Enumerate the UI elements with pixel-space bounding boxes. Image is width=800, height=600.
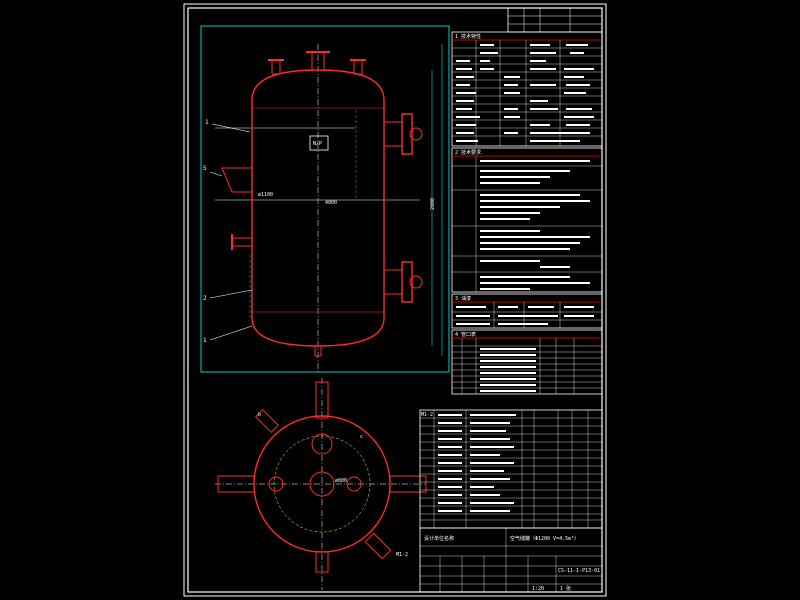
plan-nozzle-north	[315, 381, 329, 419]
leader-line-2	[209, 289, 253, 299]
paint-table: 3 油漆	[451, 293, 603, 329]
lower-manway-flange	[401, 261, 413, 303]
outer-frame	[183, 3, 607, 597]
title-scale: 1:20	[532, 586, 544, 592]
title-name: 空气储罐（Φ1200 V=4.5m³）	[510, 535, 579, 542]
title-company: 设计单位名称	[424, 535, 454, 542]
leader-1-top-label: 1	[205, 119, 209, 126]
plan-nozzle-east	[389, 475, 427, 493]
plan-section-mark: M1-2	[396, 552, 408, 558]
plan-nozzle-se	[364, 532, 392, 560]
plan-bolt-circle	[273, 435, 371, 533]
leader-line-5	[209, 171, 223, 177]
plan-nozzle-south	[315, 551, 329, 573]
lower-manway-cover	[409, 275, 423, 289]
elevation-view: N/P 1 5 2 1 2800 ø1100 4000	[203, 44, 443, 372]
plan-mark-c: c	[360, 434, 363, 440]
plan-nozzle-west	[217, 475, 255, 493]
req-title: 2 技术要求	[455, 149, 481, 156]
nozzle-title: 4 管口表	[455, 331, 476, 338]
title-sheet: 1 张	[560, 585, 571, 592]
plan-view: ø800 b c M1-2	[215, 378, 427, 590]
paint-title: 3 油漆	[455, 295, 471, 302]
nozzle-table: 4 管口表	[451, 329, 603, 395]
leader-2-label: 2	[203, 295, 207, 302]
leader-line-1-top	[211, 123, 251, 133]
leader-1-bottom-label: 1	[203, 337, 207, 344]
title-block: 设计单位名称 空气储罐（Φ1200 V=4.5m³） CS-11-1-P13-0…	[419, 527, 603, 593]
nameplate-box	[309, 135, 329, 151]
tech-requirements-table: 2 技术要求	[451, 147, 603, 293]
tech-title: 1 技术特性	[455, 33, 481, 40]
nameplate-label: N/P	[313, 141, 322, 147]
leader-5-label: 5	[203, 165, 207, 172]
plan-right-nozzle	[346, 476, 362, 492]
plan-center-nozzle	[309, 471, 335, 497]
plan-nozzle-nw	[254, 408, 280, 434]
title-drawing-no: CS-11-1-P13-01	[558, 568, 600, 574]
plan-top-nozzle	[311, 433, 333, 455]
elevation-boundary	[200, 25, 450, 373]
upper-manway-cover	[409, 127, 423, 141]
plan-left-nozzle	[268, 476, 284, 492]
dim-height-text: 4000	[325, 200, 337, 206]
plan-mark-b: b	[258, 412, 261, 418]
plan-circle-dim: ø800	[335, 478, 347, 484]
bom-row-label: M1-2	[421, 412, 433, 418]
upper-manway-flange	[401, 113, 413, 155]
bottom-drain	[314, 345, 322, 357]
dim-vertical-text: 2800	[430, 198, 436, 210]
support-lug	[221, 167, 253, 193]
tech-characteristics-table: 1 技术特性	[451, 31, 603, 147]
dim-diameter-text: ø1100	[258, 192, 273, 198]
leader-line-1-bottom	[209, 325, 253, 341]
vessel-shell	[251, 69, 385, 347]
